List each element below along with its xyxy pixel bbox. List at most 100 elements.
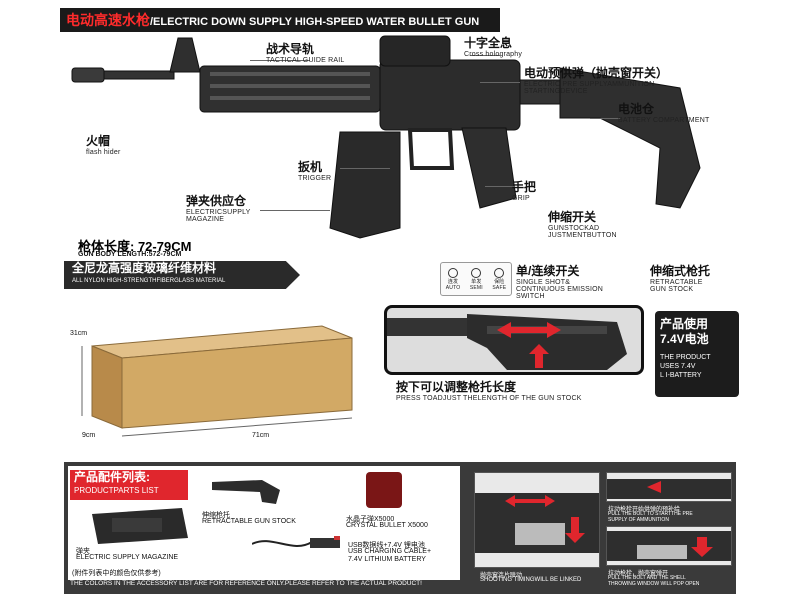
callout-stock-button: 伸缩开关 GUNSTOCKAD JUSTMENTBUTTON [548,208,617,239]
stock-adjust-caption: 按下可以调整枪托长度 PRESS TOADJUST THELENGTH OF T… [396,378,582,402]
battery-info-cn1: 产品使用 [660,317,709,331]
press-arrow-icon [529,344,549,368]
stock-button-label-en1: GUNSTOCKAD [548,225,600,232]
shell-window-arrow-icon [691,537,713,557]
battery-label-cn: 电池仓 [618,102,655,116]
stock-zoom-illustration [387,314,627,370]
battery-label-en: BATTERY COMPARTMENT [618,117,710,124]
part-stock-cn: 伸缩枪托 [202,512,230,519]
title-cn: 电动高速水枪 [66,12,150,28]
part-cable-cn: USB数据线+7.4V 锂电池 [348,542,425,549]
stock-adjust-en: PRESS TOADJUST THELENGTH OF THE GUN STOC… [396,395,582,402]
magazine-label-cn: 弹夹供应仓 [186,194,247,208]
callout-grip: 手把 GRIP [512,178,536,202]
battery-info-en3: L I-BATTERY [660,372,702,379]
mode-safe-cn: 保险 [494,278,505,285]
flash-label-cn: 火帽 [86,134,111,148]
step2a-en2: SUPPLY OF AMMUNITION [608,517,669,523]
mode-semi-cn: 单发 [471,278,482,285]
parts-title-cn: 产品配件列表: [74,470,150,484]
stock-button-label-en2: JUSTMENTBUTTON [548,232,617,239]
part-magazine-en: ELECTRIC SUPPLY MAGAZINE [76,554,179,561]
box-height-label: 31cm [70,330,88,337]
title-en: /ELECTRIC DOWN SUPPLY HIGH-SPEED WATER B… [150,16,480,28]
leader-holo [470,55,500,56]
fire-mode-label-cn: 单/连续开关 [516,264,580,278]
stock-adjust-cn: 按下可以调整枪托长度 [396,380,517,394]
fire-mode-label-en2: CONTINUOUS EMISSION [516,286,604,293]
mode-safe: 保险 SAFE [492,267,507,291]
retract-label-en1: RETRACTABLE [650,279,703,286]
leader-feed [480,82,520,83]
leader-grip [485,186,515,187]
material-en: ALL NYLON HIGH-STRENGTHFIBERGLASS MATERI… [72,278,226,284]
leader-rail [250,60,310,61]
mode-auto: 连发 AUTO [446,267,461,291]
callout-flash: 火帽 flash hider [86,132,121,156]
step-photo-1-illustration [475,493,599,553]
callout-holo: 十字全息 Cross holography [464,34,522,58]
usb-cable-image [252,536,340,548]
battery-info-box: 产品使用 7.4V电池 THE PRODUCT USES 7.4V L I-BA… [655,311,739,397]
step-photo-2b [606,526,732,566]
part-cable-en2: 7.4V LITHIUM BATTERY [348,556,426,563]
pull-arrow-icon [647,481,661,493]
mode-semi-icon [471,267,482,278]
leader-magazine [260,210,330,211]
body-length-en: GUN BODY LENGTH:572-79CM [78,251,182,258]
step2a-cn: 拉动枪栓开始供弹的预补给 [608,507,681,513]
part-stock-en: RETRACTABLE GUN STOCK [202,518,296,525]
callout-magazine: 弹夹供应仓 ELECTRICSUPPLY MAGAZINE [186,192,251,223]
material-cn: 全尼龙高强度玻璃纤维材料 [72,261,217,275]
feed-label-en2: STARTINGDEVICE [524,88,588,95]
step2b-en2: THROWING WINDOW WILL POP OPEN [608,581,700,587]
callout-retractable-stock: 伸缩式枪托 RETRACTABLE GUN STOCK [650,262,710,293]
callout-battery: 电池仓 BATTERY COMPARTMENT [618,100,709,124]
holo-label-cn: 十字全息 [464,36,513,50]
rifle-illustration [71,35,701,239]
stock-button-label-cn: 伸缩开关 [548,210,597,224]
holo-label-en: Cross holography [464,51,523,58]
package-box-illustration [81,325,353,437]
material-banner: 全尼龙高强度玻璃纤维材料 ALL NYLON HIGH-STRENGTHFIBE… [64,261,300,289]
body-length-cn: 枪体长度: 72-79CM [78,239,192,254]
step-photo-2a-illustration [607,479,731,499]
fire-mode-label-en1: SINGLE SHOT& [516,279,571,286]
mode-safe-en: SAFE [492,284,507,291]
stock-zoom-photo [384,305,644,375]
step-photo-2a [606,472,732,502]
grip-label-en: GRIP [512,195,530,202]
callout-fire-mode: 单/连续开关 SINGLE SHOT& CONTINUOUS EMISSION … [516,262,603,300]
crystal-bullet-bag [366,472,402,508]
color-note-cn: (附件列表中的颜色仅供参考) [72,570,161,577]
retract-label-en2: GUN STOCK [650,286,694,293]
fire-mode-label-en3: SWITCH [516,293,545,300]
mode-auto-cn: 连发 [447,278,459,285]
window-arrow-icon [565,517,585,543]
part-cable-en1: USB CHARGING CABLE+ [348,548,432,555]
magazine-label-en1: ELECTRICSUPPLY [186,209,251,216]
mode-semi: 单发 SEMI [469,267,483,291]
feed-label-en1: ELECTRIC PRE SUPPLYAMMUNITION [524,81,655,88]
leader-battery [590,118,620,119]
stock-part-image [212,480,280,504]
page-title: 电动高速水枪/ELECTRIC DOWN SUPPLY HIGH-SPEED W… [60,8,500,32]
step2b-en1: PULL THE BOLT AND THE SHELL [608,575,686,581]
bolt-arrow-icon [505,495,555,507]
mode-semi-en: SEMI [469,284,483,291]
fire-mode-selector: 连发 AUTO 单发 SEMI 保险 SAFE [440,262,512,296]
grip-label-cn: 手把 [512,180,537,194]
magazine-label-en2: MAGAZINE [186,216,225,223]
rail-label-en: TACTICAL GUIDE RAIL [266,57,345,64]
mode-safe-icon [494,267,505,278]
retract-label-cn: 伸缩式枪托 [650,264,711,278]
color-disclaimer: THE COLORS IN THE ACCESSORY LIST ARE FOR… [70,580,422,587]
battery-info-en2: USES 7.4V [660,363,696,370]
battery-info-cn2: 7.4V电池 [660,332,709,346]
step1-cn: 抛壳窗连片联动 [480,573,523,579]
part-magazine-cn: 弹夹 [76,548,90,555]
flash-label-en: flash hider [86,149,121,156]
rail-label-cn: 战术导轨 [266,42,315,56]
leader-trigger [340,168,390,169]
step2b-cn: 拉动枪栓，抛壳窗弹开 [608,571,669,577]
